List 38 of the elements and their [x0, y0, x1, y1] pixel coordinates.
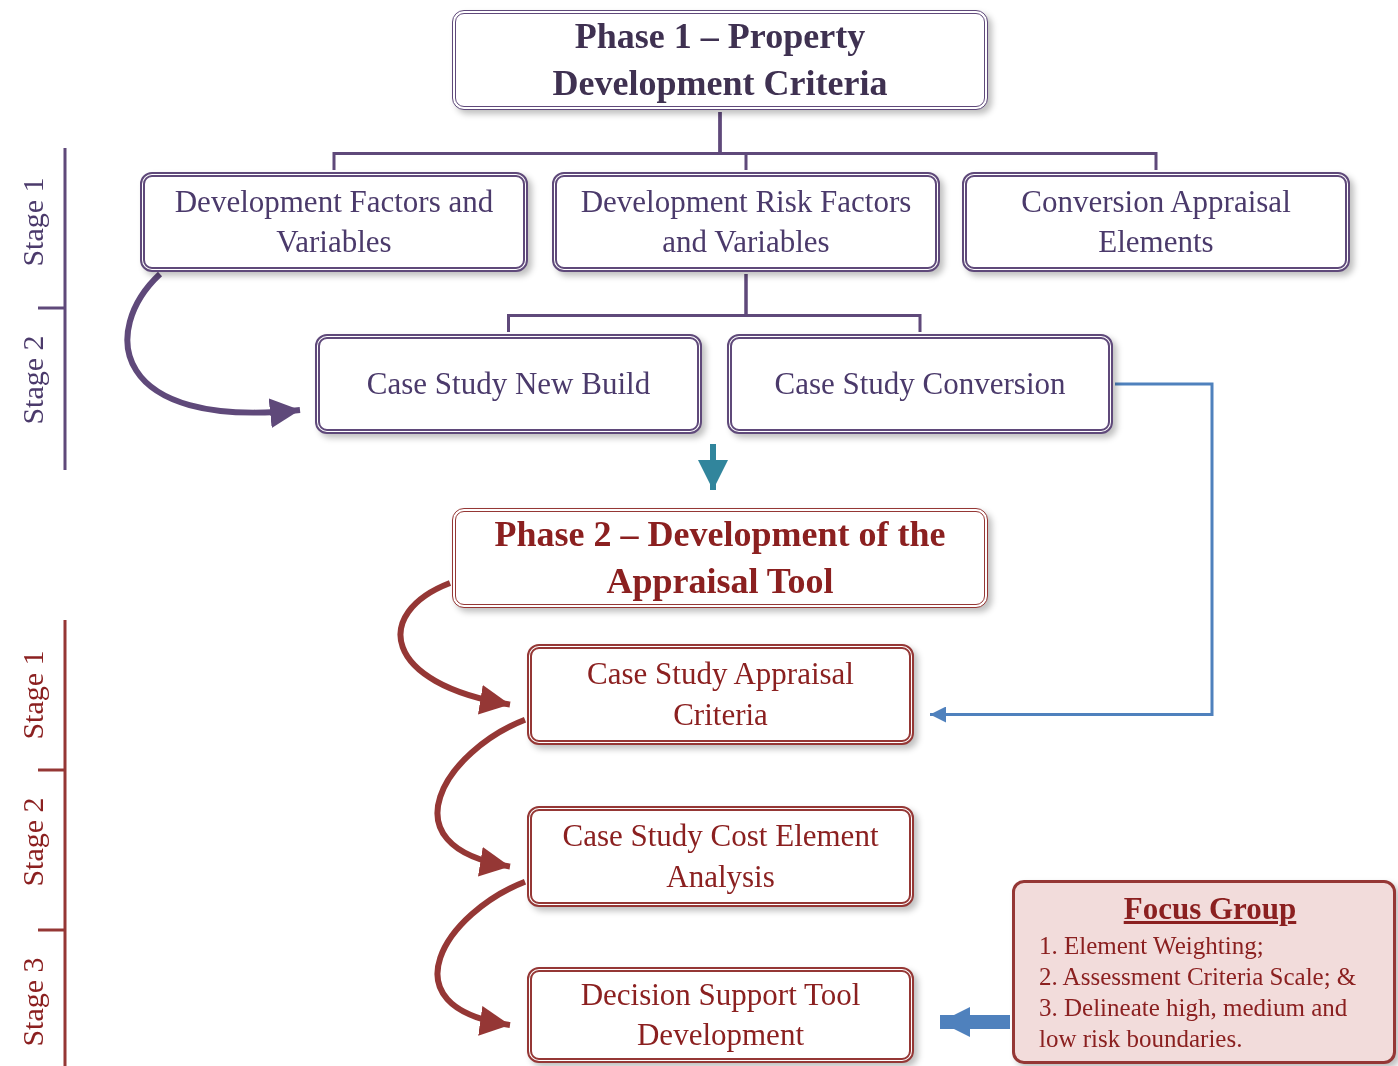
arrow — [930, 382, 1214, 723]
note-heading: Focus Group — [1123, 890, 1297, 929]
stage-label: Stage 1 — [15, 650, 50, 740]
process-box — [727, 334, 1113, 434]
box-label: Phase 1 – Property Development Criteria — [551, 15, 889, 105]
phase-box — [452, 508, 988, 608]
note-box — [1012, 880, 1396, 1064]
process-box — [527, 967, 914, 1063]
process-box — [552, 172, 940, 272]
arrow — [940, 1007, 1010, 1037]
box-label: Development Risk Factors and Variables — [579, 182, 913, 261]
stage-label: Stage 1 — [15, 177, 50, 267]
process-box — [962, 172, 1350, 272]
process-box — [315, 334, 702, 434]
list-item: 3. Delineate high, medium and low risk boundaries. — [1039, 993, 1349, 1055]
box-label: Case Study Cost Element Analysis — [561, 817, 880, 896]
list-item: 2. Assessment Criteria Scale; & — [1039, 961, 1357, 992]
stage-label: Stage 3 — [15, 957, 50, 1047]
phase-box — [452, 10, 988, 110]
box-label: Decision Support Tool Development — [579, 975, 862, 1054]
box-label: Case Study Conversion — [774, 364, 1066, 403]
process-box — [527, 806, 914, 907]
box-label: Case Study Appraisal Criteria — [586, 655, 855, 734]
curved-arrow — [434, 879, 527, 1034]
process-box — [527, 644, 914, 745]
stage-label: Stage 2 — [15, 335, 50, 425]
bracket-line — [744, 274, 922, 332]
box-label: Phase 2 – Development of the Appraisal Tool — [493, 513, 947, 603]
bracket-line — [718, 112, 1158, 170]
curved-arrow — [397, 580, 511, 714]
curved-arrow — [434, 717, 527, 875]
curved-arrow — [124, 272, 301, 427]
list-item: 1. Element Weighting; — [1039, 930, 1264, 961]
box-label: Development Factors and Variables — [173, 182, 495, 261]
box-label: Case Study New Build — [366, 364, 651, 403]
process-box — [140, 172, 528, 272]
stage-label: Stage 2 — [15, 797, 50, 887]
box-label: Conversion Appraisal Elements — [1020, 182, 1292, 261]
